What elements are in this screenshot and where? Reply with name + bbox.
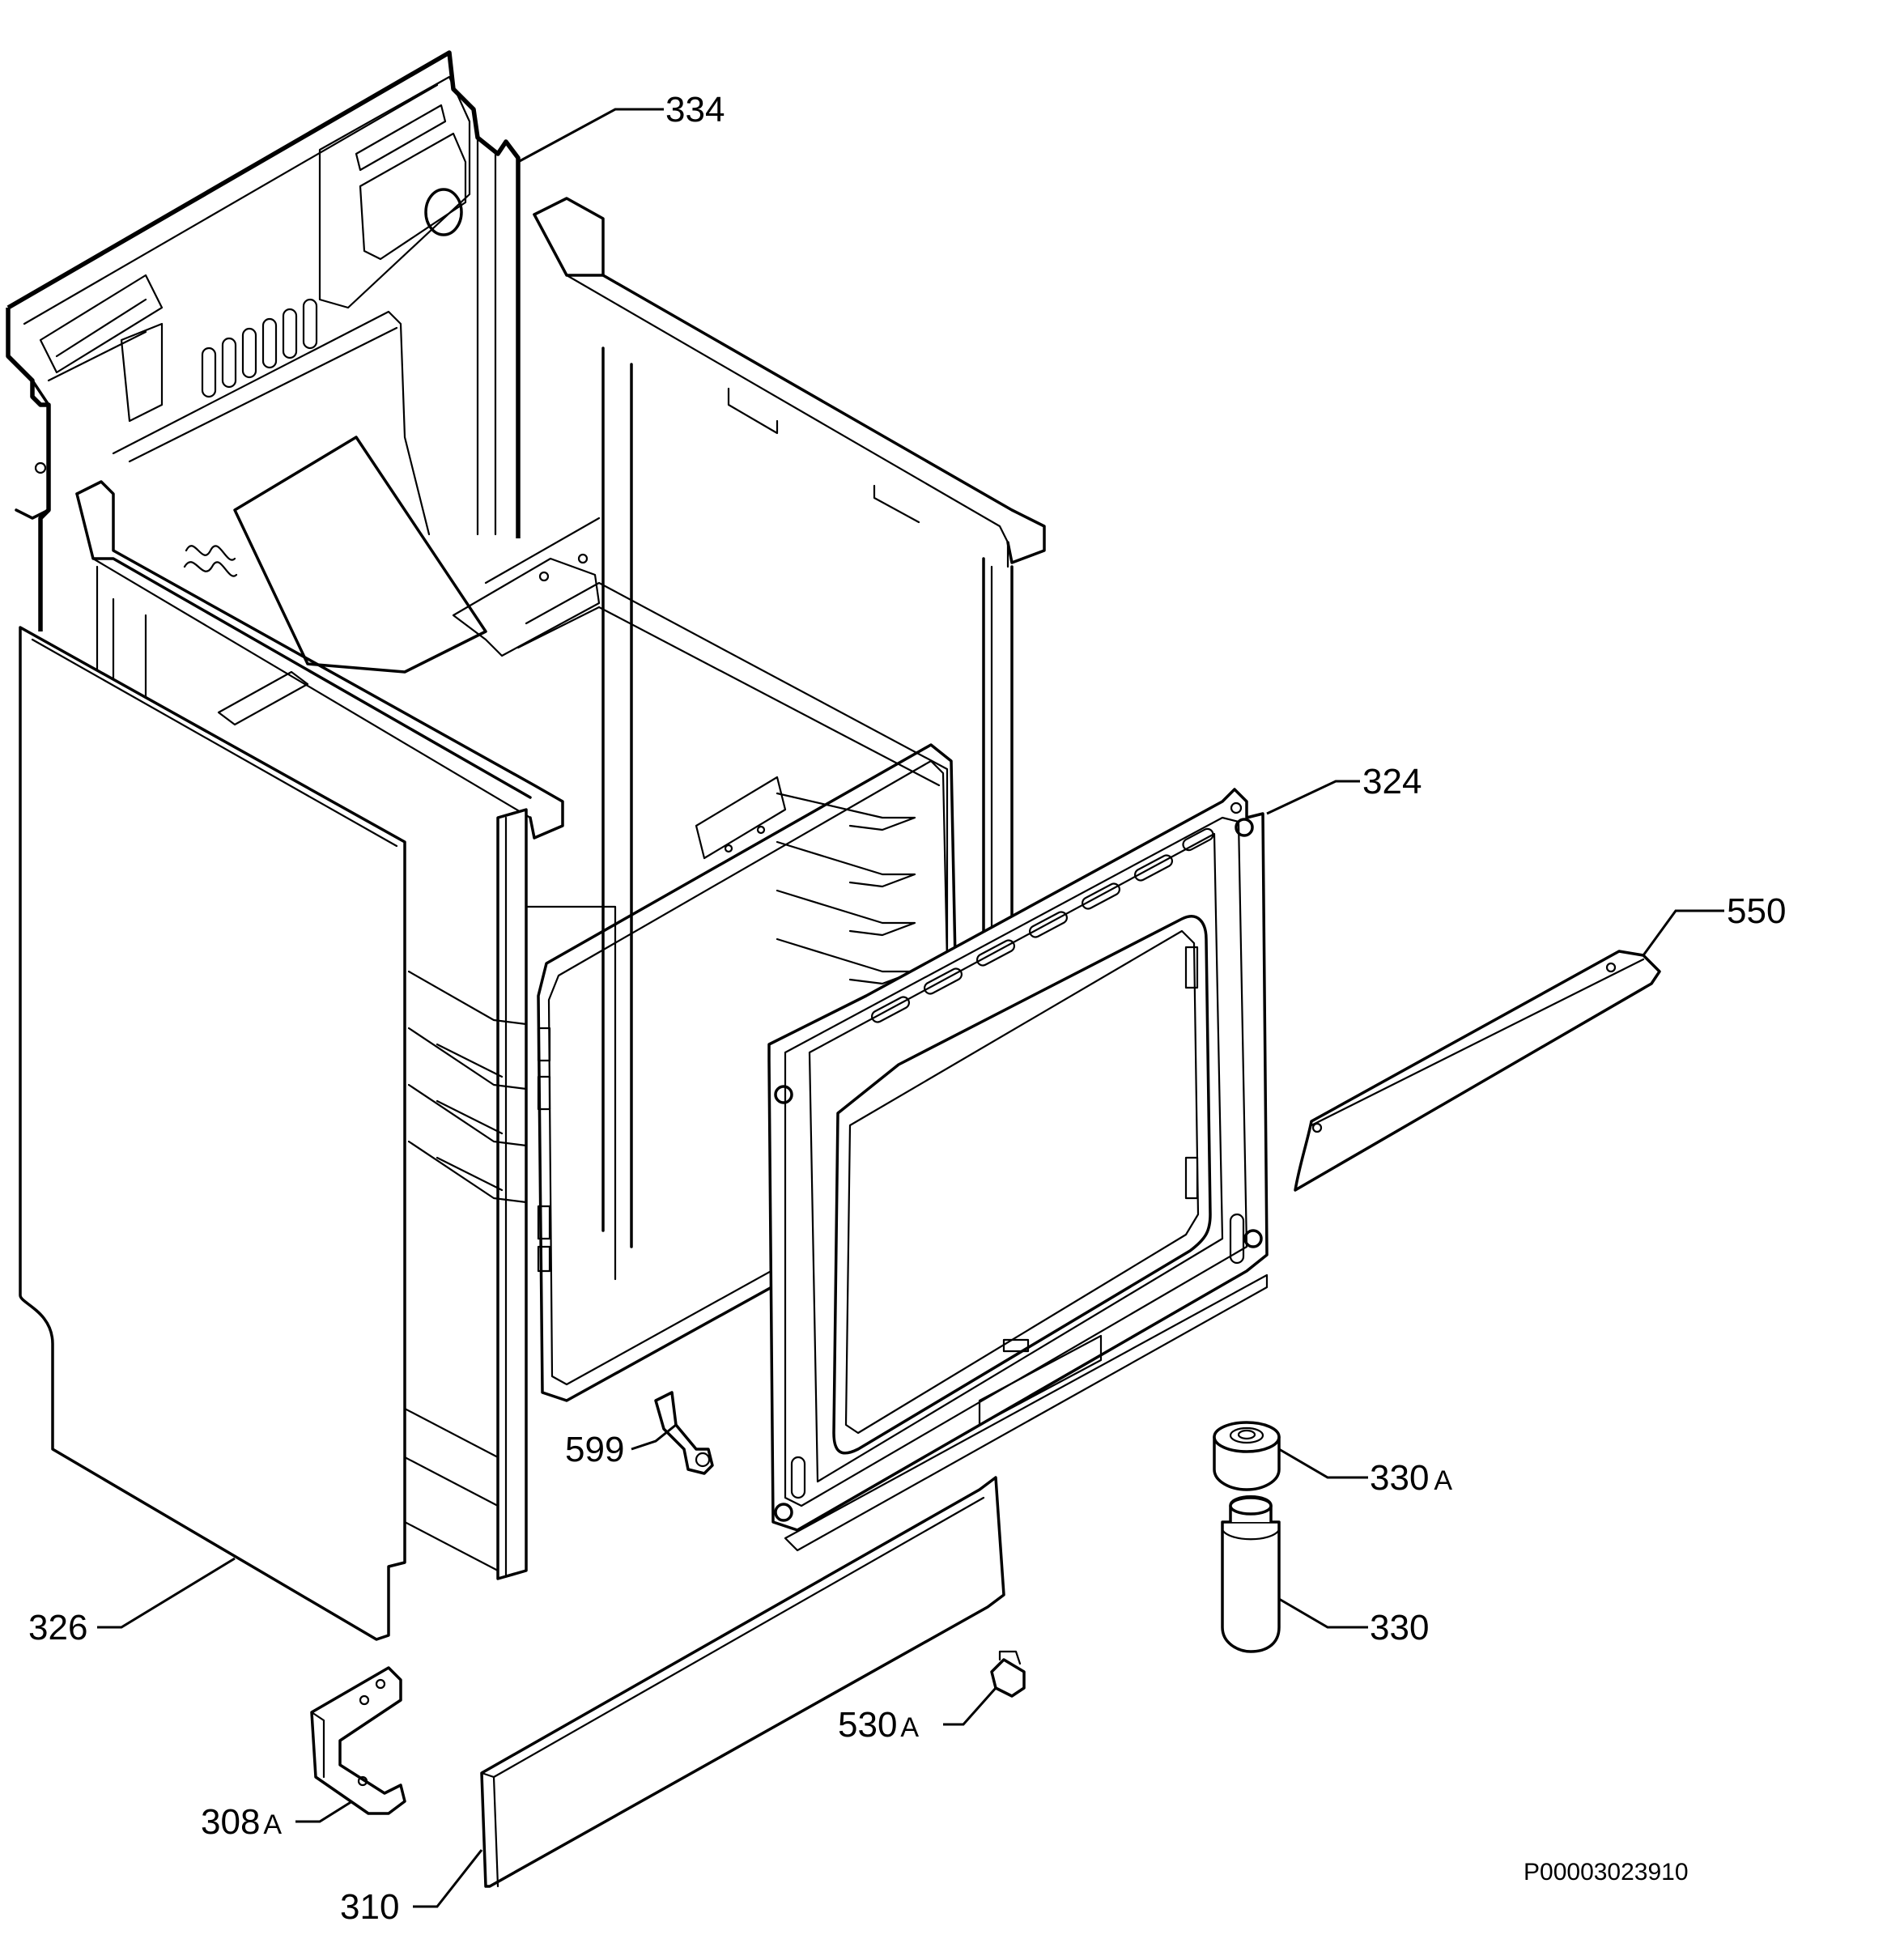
callout-330: 330 (1370, 1608, 1429, 1648)
leader-324 (1266, 780, 1360, 815)
leader-330A (1278, 1448, 1368, 1479)
part-326-side-panel (19, 626, 406, 1641)
callout-326: 326 (28, 1608, 87, 1648)
frame-vent-slots (871, 827, 1214, 1023)
leader-lines (97, 108, 1724, 1908)
part-550-trim-strip (1294, 950, 1661, 1192)
part-330A-foot-cap (1213, 1421, 1281, 1491)
callout-310: 310 (340, 1887, 399, 1927)
callout-599: 599 (565, 1430, 624, 1469)
part-599-clip (654, 1391, 714, 1475)
leader-334 (517, 108, 664, 164)
leader-330 (1278, 1597, 1368, 1629)
leader-326 (97, 1557, 236, 1629)
cabinet-frame (75, 197, 1046, 1580)
leader-550 (1642, 909, 1724, 956)
leader-530A (943, 1687, 997, 1726)
part-310-kick-plate (480, 1476, 1005, 1888)
part-330-foot (1221, 1495, 1281, 1653)
part-530A-bracket (990, 1650, 1026, 1698)
shelf-runners-left (407, 970, 528, 1204)
part-308A-hinge-bracket (310, 1666, 406, 1815)
part-324-front-frame (767, 788, 1269, 1552)
part-334-back-panel (6, 50, 521, 674)
document-id: P00003023910 (1524, 1859, 1689, 1886)
callout-550: 550 (1727, 891, 1786, 931)
vent-slots (201, 298, 318, 398)
callout-334: 334 (665, 90, 725, 130)
leader-599 (631, 1423, 677, 1451)
leader-308A (295, 1800, 353, 1823)
callout-324: 324 (1362, 762, 1422, 801)
leader-310 (413, 1849, 483, 1908)
